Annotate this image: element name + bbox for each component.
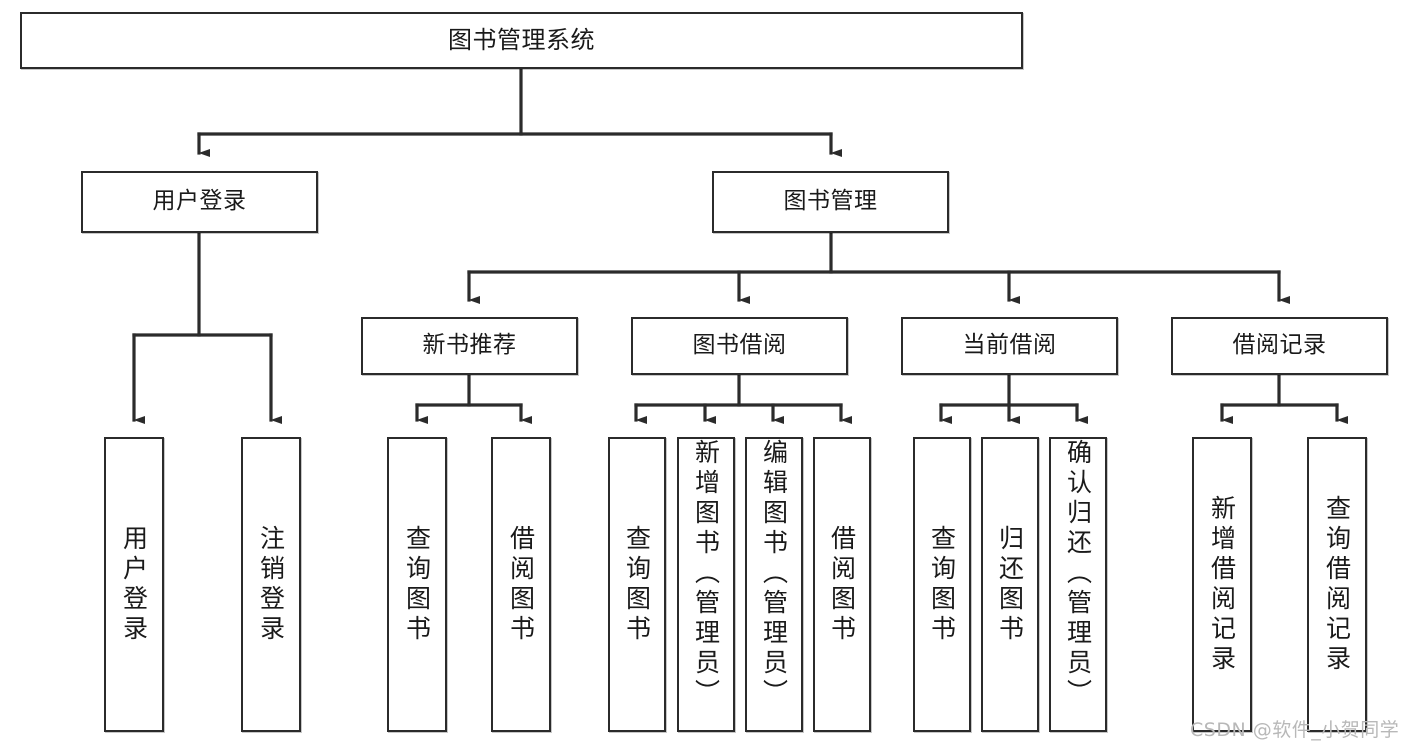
node-label: 图书管理系统 <box>448 26 595 55</box>
node-label: 借阅图书 <box>506 524 536 645</box>
node-root-system[interactable]: 图书管理系统 <box>20 12 1023 69</box>
node-label: 注销登录 <box>256 524 286 645</box>
node-label: 图书借阅 <box>692 332 787 359</box>
leaf-new-book-borrow[interactable]: 借阅图书 <box>491 437 551 732</box>
leaf-borrow-edit-book-admin[interactable]: 编辑图书（管理员） <box>745 437 803 732</box>
leaf-current-query-book[interactable]: 查询图书 <box>913 437 971 732</box>
node-label: 当前借阅 <box>962 332 1057 359</box>
node-label: 查询图书 <box>622 524 652 645</box>
leaf-new-book-query[interactable]: 查询图书 <box>387 437 447 732</box>
node-label: 查询借阅记录 <box>1322 494 1352 675</box>
node-label: 编辑图书（管理员） <box>759 439 789 709</box>
node-book-management[interactable]: 图书管理 <box>712 171 949 233</box>
leaf-record-query-record[interactable]: 查询借阅记录 <box>1307 437 1367 732</box>
node-current-borrow[interactable]: 当前借阅 <box>901 317 1118 375</box>
node-label: 新增借阅记录 <box>1207 494 1237 675</box>
watermark-text: CSDN @软件_小贺同学 <box>1190 719 1400 741</box>
node-label: 图书管理 <box>783 188 878 215</box>
leaf-current-return-book[interactable]: 归还图书 <box>981 437 1039 732</box>
node-label: 新书推荐 <box>422 332 517 359</box>
leaf-borrow-add-book-admin[interactable]: 新增图书（管理员） <box>677 437 735 732</box>
node-label: 用户登录 <box>119 524 149 645</box>
leaf-user-login-login[interactable]: 用户登录 <box>104 437 164 732</box>
node-label: 确认归还（管理员） <box>1063 439 1093 709</box>
leaf-user-login-logout[interactable]: 注销登录 <box>241 437 301 732</box>
node-new-book-recommend[interactable]: 新书推荐 <box>361 317 578 375</box>
node-borrow-record[interactable]: 借阅记录 <box>1171 317 1388 375</box>
leaf-borrow-query-book[interactable]: 查询图书 <box>608 437 666 732</box>
leaf-record-add-record[interactable]: 新增借阅记录 <box>1192 437 1252 732</box>
node-book-borrow[interactable]: 图书借阅 <box>631 317 848 375</box>
leaf-borrow-borrow-book[interactable]: 借阅图书 <box>813 437 871 732</box>
node-label: 新增图书（管理员） <box>691 439 721 709</box>
node-label: 借阅记录 <box>1232 332 1327 359</box>
node-label: 用户登录 <box>152 188 247 215</box>
node-user-login[interactable]: 用户登录 <box>81 171 318 233</box>
node-label: 查询图书 <box>927 524 957 645</box>
node-label: 归还图书 <box>995 524 1025 645</box>
node-label: 借阅图书 <box>827 524 857 645</box>
node-label: 查询图书 <box>402 524 432 645</box>
leaf-current-confirm-return-admin[interactable]: 确认归还（管理员） <box>1049 437 1107 732</box>
